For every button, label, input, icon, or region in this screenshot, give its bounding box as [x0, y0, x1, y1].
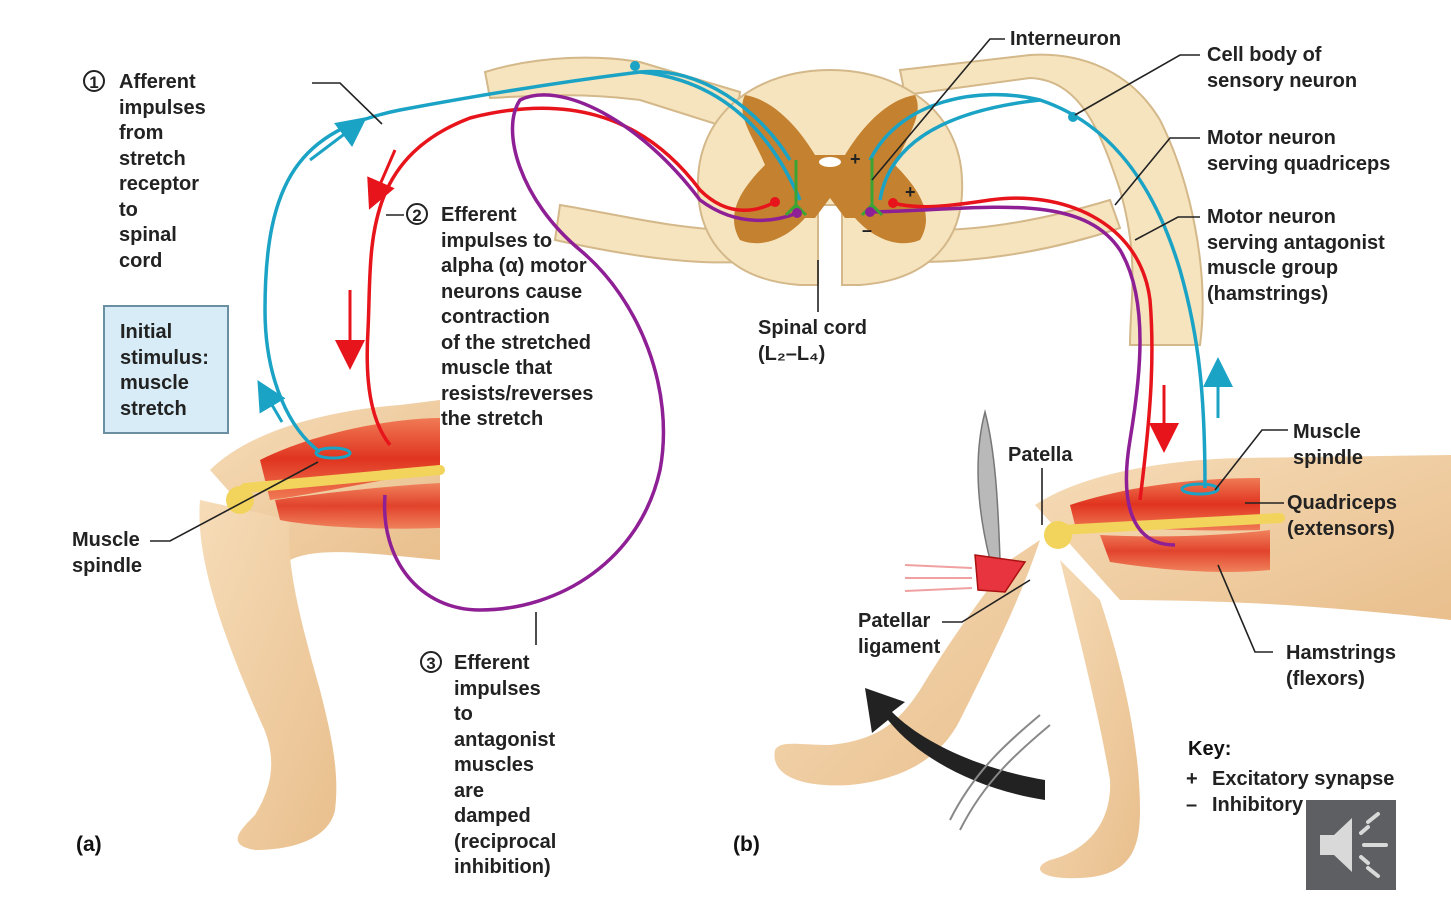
- leg-a-spindle: [314, 446, 352, 460]
- motion-lines: [949, 714, 1051, 831]
- cord-gray-matter: [734, 95, 926, 244]
- label-motor-antagonist: Motor neuron serving antagonist muscle g…: [1207, 206, 1385, 305]
- leg-a-femur: [240, 465, 445, 493]
- afferent-text: Afferent impulses from stretch receptor …: [119, 71, 206, 272]
- label-efferent-impulses: 2 Efferent impulses to alpha (α) motor ne…: [406, 203, 593, 430]
- motor-cell-red-left: [770, 197, 780, 207]
- sign-plus-2: +: [905, 182, 916, 202]
- label-quadriceps: Quadriceps (extensors): [1287, 492, 1398, 540]
- label-muscle-spindle-a: Muscle spindle: [72, 529, 143, 577]
- label-afferent-impulses: 1 Afferent impulses from stretch receptor…: [83, 70, 206, 272]
- efferent-pathway: [365, 106, 1154, 501]
- leg-a: [199, 400, 445, 850]
- key-item-excitatory: + Excitatory synapse: [1186, 768, 1394, 791]
- antagonist-pathway: [382, 93, 1176, 612]
- leg-a-patella: [226, 486, 254, 514]
- initial-stimulus-text: Initial stimulus: muscle stretch: [120, 321, 209, 420]
- leg-a-muscle-hamstrings: [275, 483, 440, 529]
- label-patellar-ligament: Patellar ligament: [858, 610, 941, 658]
- key-symbol-minus: –: [1186, 794, 1198, 816]
- step-number-2: 2: [406, 203, 428, 225]
- label-muscle-spindle-b: Muscle spindle: [1293, 421, 1364, 469]
- label-spinal-cord: Spinal cord (L₂–L₄): [758, 317, 867, 365]
- central-canal: [819, 157, 841, 167]
- label-interneuron: Interneuron: [1010, 28, 1122, 50]
- motor-cell-purple-left: [792, 208, 802, 218]
- panel-label-b: (b): [733, 833, 760, 856]
- efferent-text: Efferent impulses to alpha (α) motor neu…: [441, 204, 594, 430]
- sign-minus: –: [862, 220, 873, 240]
- leg-b-shin2: [1040, 560, 1140, 879]
- key-title: Key:: [1188, 738, 1232, 760]
- spinal-cord: [483, 53, 1204, 346]
- label-antagonist-impulses: 3 Efferent impulses to antagonist muscles…: [420, 651, 556, 878]
- sign-plus-1: +: [850, 149, 861, 169]
- motor-cell-purple-right: [865, 207, 875, 217]
- nerve-right: [898, 53, 1204, 346]
- leg-b-femur: [1055, 513, 1285, 535]
- key-symbol-plus: +: [1186, 768, 1198, 790]
- label-hamstrings: Hamstrings (flexors): [1286, 642, 1397, 690]
- arrow-afferent-up: [309, 116, 367, 162]
- key-text-excitatory: Excitatory synapse: [1212, 768, 1395, 790]
- step-number-1: 1: [83, 70, 105, 92]
- label-cell-body: Cell body of sensory neuron: [1207, 44, 1358, 92]
- leg-a-shin: [199, 500, 337, 850]
- cell-body-left: [630, 61, 640, 71]
- arrow-afferent-left: [257, 380, 286, 423]
- label-patella: Patella: [1008, 444, 1073, 466]
- reflex-hammer-icon: [904, 409, 1027, 593]
- label-motor-quadriceps: Motor neuron serving quadriceps: [1207, 127, 1391, 175]
- speaker-icon[interactable]: [1306, 800, 1396, 890]
- motor-cell-red-right: [888, 198, 898, 208]
- afferent-pathway: [263, 69, 1207, 489]
- initial-stimulus-box: [103, 305, 229, 434]
- arrow-efferent-1: [367, 149, 397, 210]
- step-number-3: 3: [420, 651, 442, 673]
- leader-lines: [150, 38, 1288, 653]
- panel-label-a: (a): [76, 833, 102, 856]
- antagonist-text: Efferent impulses to antagonist muscles …: [454, 652, 557, 878]
- leg-b-spindle: [1180, 482, 1220, 496]
- leg-b-muscle-hamstrings: [1100, 530, 1270, 573]
- leg-b-patella: [1044, 521, 1072, 549]
